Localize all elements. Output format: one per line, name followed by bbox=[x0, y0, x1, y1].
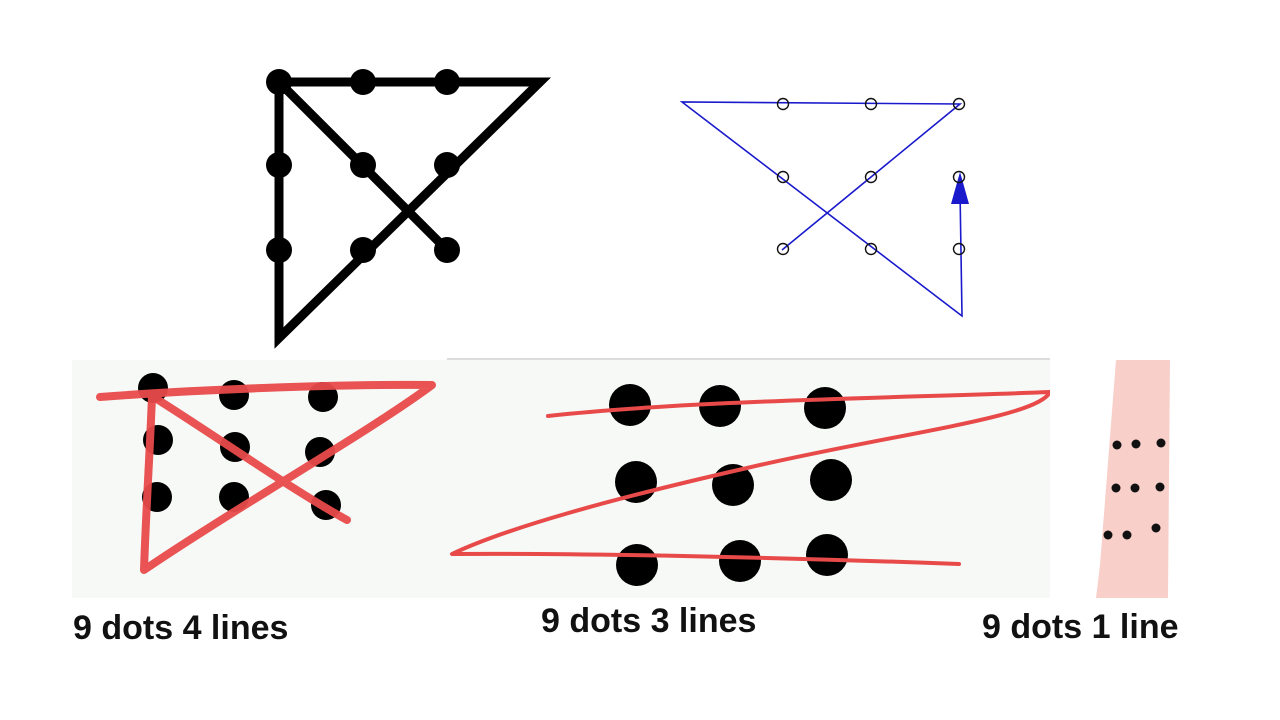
one-line-dot-grid bbox=[1103, 438, 1166, 540]
dot bbox=[350, 152, 376, 178]
dot bbox=[1151, 523, 1161, 533]
dot bbox=[719, 540, 761, 582]
dot bbox=[1155, 482, 1165, 492]
dot bbox=[806, 534, 848, 576]
caption-one-line: 9 dots 1 line bbox=[982, 608, 1179, 646]
dot bbox=[952, 242, 966, 256]
panel-background bbox=[72, 360, 447, 598]
dot bbox=[434, 237, 460, 263]
dot bbox=[952, 97, 966, 111]
dot bbox=[1122, 530, 1132, 540]
dot bbox=[219, 380, 249, 410]
dot bbox=[776, 97, 790, 111]
dot bbox=[776, 242, 790, 256]
dot bbox=[266, 69, 292, 95]
red-marker-stroke bbox=[450, 390, 1050, 566]
dot bbox=[804, 387, 846, 429]
arrow-head-icon bbox=[951, 172, 969, 204]
dot bbox=[1103, 530, 1113, 540]
red-four-line-panel bbox=[72, 360, 447, 598]
dot bbox=[434, 69, 460, 95]
dot bbox=[864, 242, 878, 256]
dot bbox=[864, 170, 878, 184]
dot bbox=[810, 459, 852, 501]
caption-three-lines: 9 dots 3 lines bbox=[541, 602, 757, 640]
blue-line-path bbox=[679, 101, 963, 318]
dot bbox=[350, 237, 376, 263]
dot bbox=[1111, 483, 1121, 493]
dot bbox=[1130, 483, 1140, 493]
one-line-strip bbox=[1096, 360, 1170, 598]
bold-dot-grid bbox=[266, 69, 460, 263]
dot bbox=[1112, 440, 1122, 450]
dot bbox=[434, 152, 460, 178]
blue-solution-lines bbox=[679, 101, 963, 318]
dot bbox=[1156, 438, 1166, 448]
caption-four-lines: 9 dots 4 lines bbox=[73, 609, 289, 647]
dot bbox=[616, 544, 658, 586]
dot bbox=[952, 170, 966, 184]
blue-dot-grid bbox=[776, 97, 966, 256]
red-marker-stroke bbox=[96, 380, 436, 574]
dot bbox=[864, 97, 878, 111]
dot bbox=[266, 152, 292, 178]
dot bbox=[609, 384, 651, 426]
three-line-panel bbox=[447, 358, 1050, 598]
dot bbox=[1131, 439, 1141, 449]
dot bbox=[266, 237, 292, 263]
dot bbox=[699, 385, 741, 427]
pink-marker-strip bbox=[1096, 360, 1170, 598]
dot bbox=[350, 69, 376, 95]
dot bbox=[776, 170, 790, 184]
